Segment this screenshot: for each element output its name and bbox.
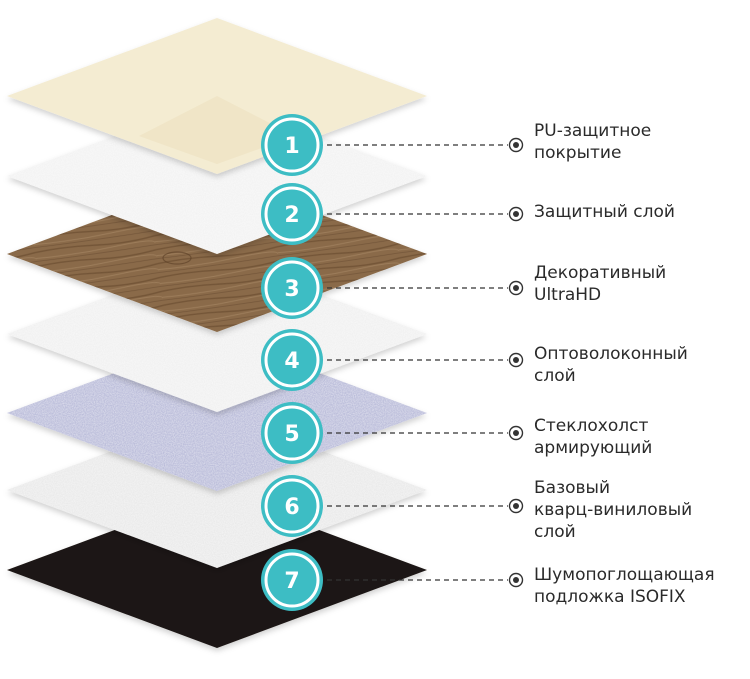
number-badge-2: 2 [261, 183, 323, 245]
layer-sheet-1 [7, 18, 427, 174]
layer-sheet-5 [7, 335, 427, 491]
layer-label-line: армирующий [534, 438, 653, 458]
number-badge-1: 1 [261, 114, 323, 176]
leader-lines [318, 137, 524, 588]
badge-number: 5 [284, 422, 299, 447]
layer-label-2: Защитный слой [534, 201, 675, 223]
layer-label-line: Шумопоглощающая [534, 565, 715, 585]
layer-label-line: слой [534, 522, 576, 542]
layer-label-line: покрытие [534, 143, 622, 163]
leader-line-2 [318, 206, 524, 222]
layer-sheet-7 [7, 492, 427, 648]
number-badge-7: 7 [261, 549, 323, 611]
badge-number: 6 [284, 495, 299, 520]
number-badge-4: 4 [261, 329, 323, 391]
number-badges: 1 2 3 4 5 6 7 [261, 114, 323, 611]
layer-label-line: Оптоволоконный [534, 344, 688, 364]
layer-label-line: PU-защитное [534, 121, 652, 141]
number-badge-6: 6 [261, 475, 323, 537]
badge-number: 1 [284, 134, 299, 159]
badge-number: 3 [284, 277, 299, 302]
number-badge-5: 5 [261, 402, 323, 464]
leader-line-6 [318, 498, 524, 514]
leader-line-7 [318, 572, 524, 588]
layer-label-line: Базовый [534, 478, 611, 498]
leader-line-3 [318, 280, 524, 296]
leader-line-1 [318, 137, 524, 153]
badge-number: 7 [284, 569, 299, 594]
layer-label-line: Декоративный [534, 263, 667, 283]
layer-label-line: кварц-виниловый [534, 500, 693, 520]
number-badge-3: 3 [261, 257, 323, 319]
leader-line-5 [318, 425, 524, 441]
layer-sheets [7, 18, 427, 648]
layer-label-line: подложка ISOFIX [534, 587, 686, 607]
layer-label-line: UltraHD [534, 285, 602, 305]
layer-label-line: слой [534, 366, 576, 386]
leader-line-4 [318, 352, 524, 368]
layer-label-line: Стеклохолст [534, 416, 649, 436]
layer-label-line: Защитный слой [534, 202, 675, 222]
badge-number: 2 [284, 203, 299, 228]
badge-number: 4 [284, 349, 299, 374]
